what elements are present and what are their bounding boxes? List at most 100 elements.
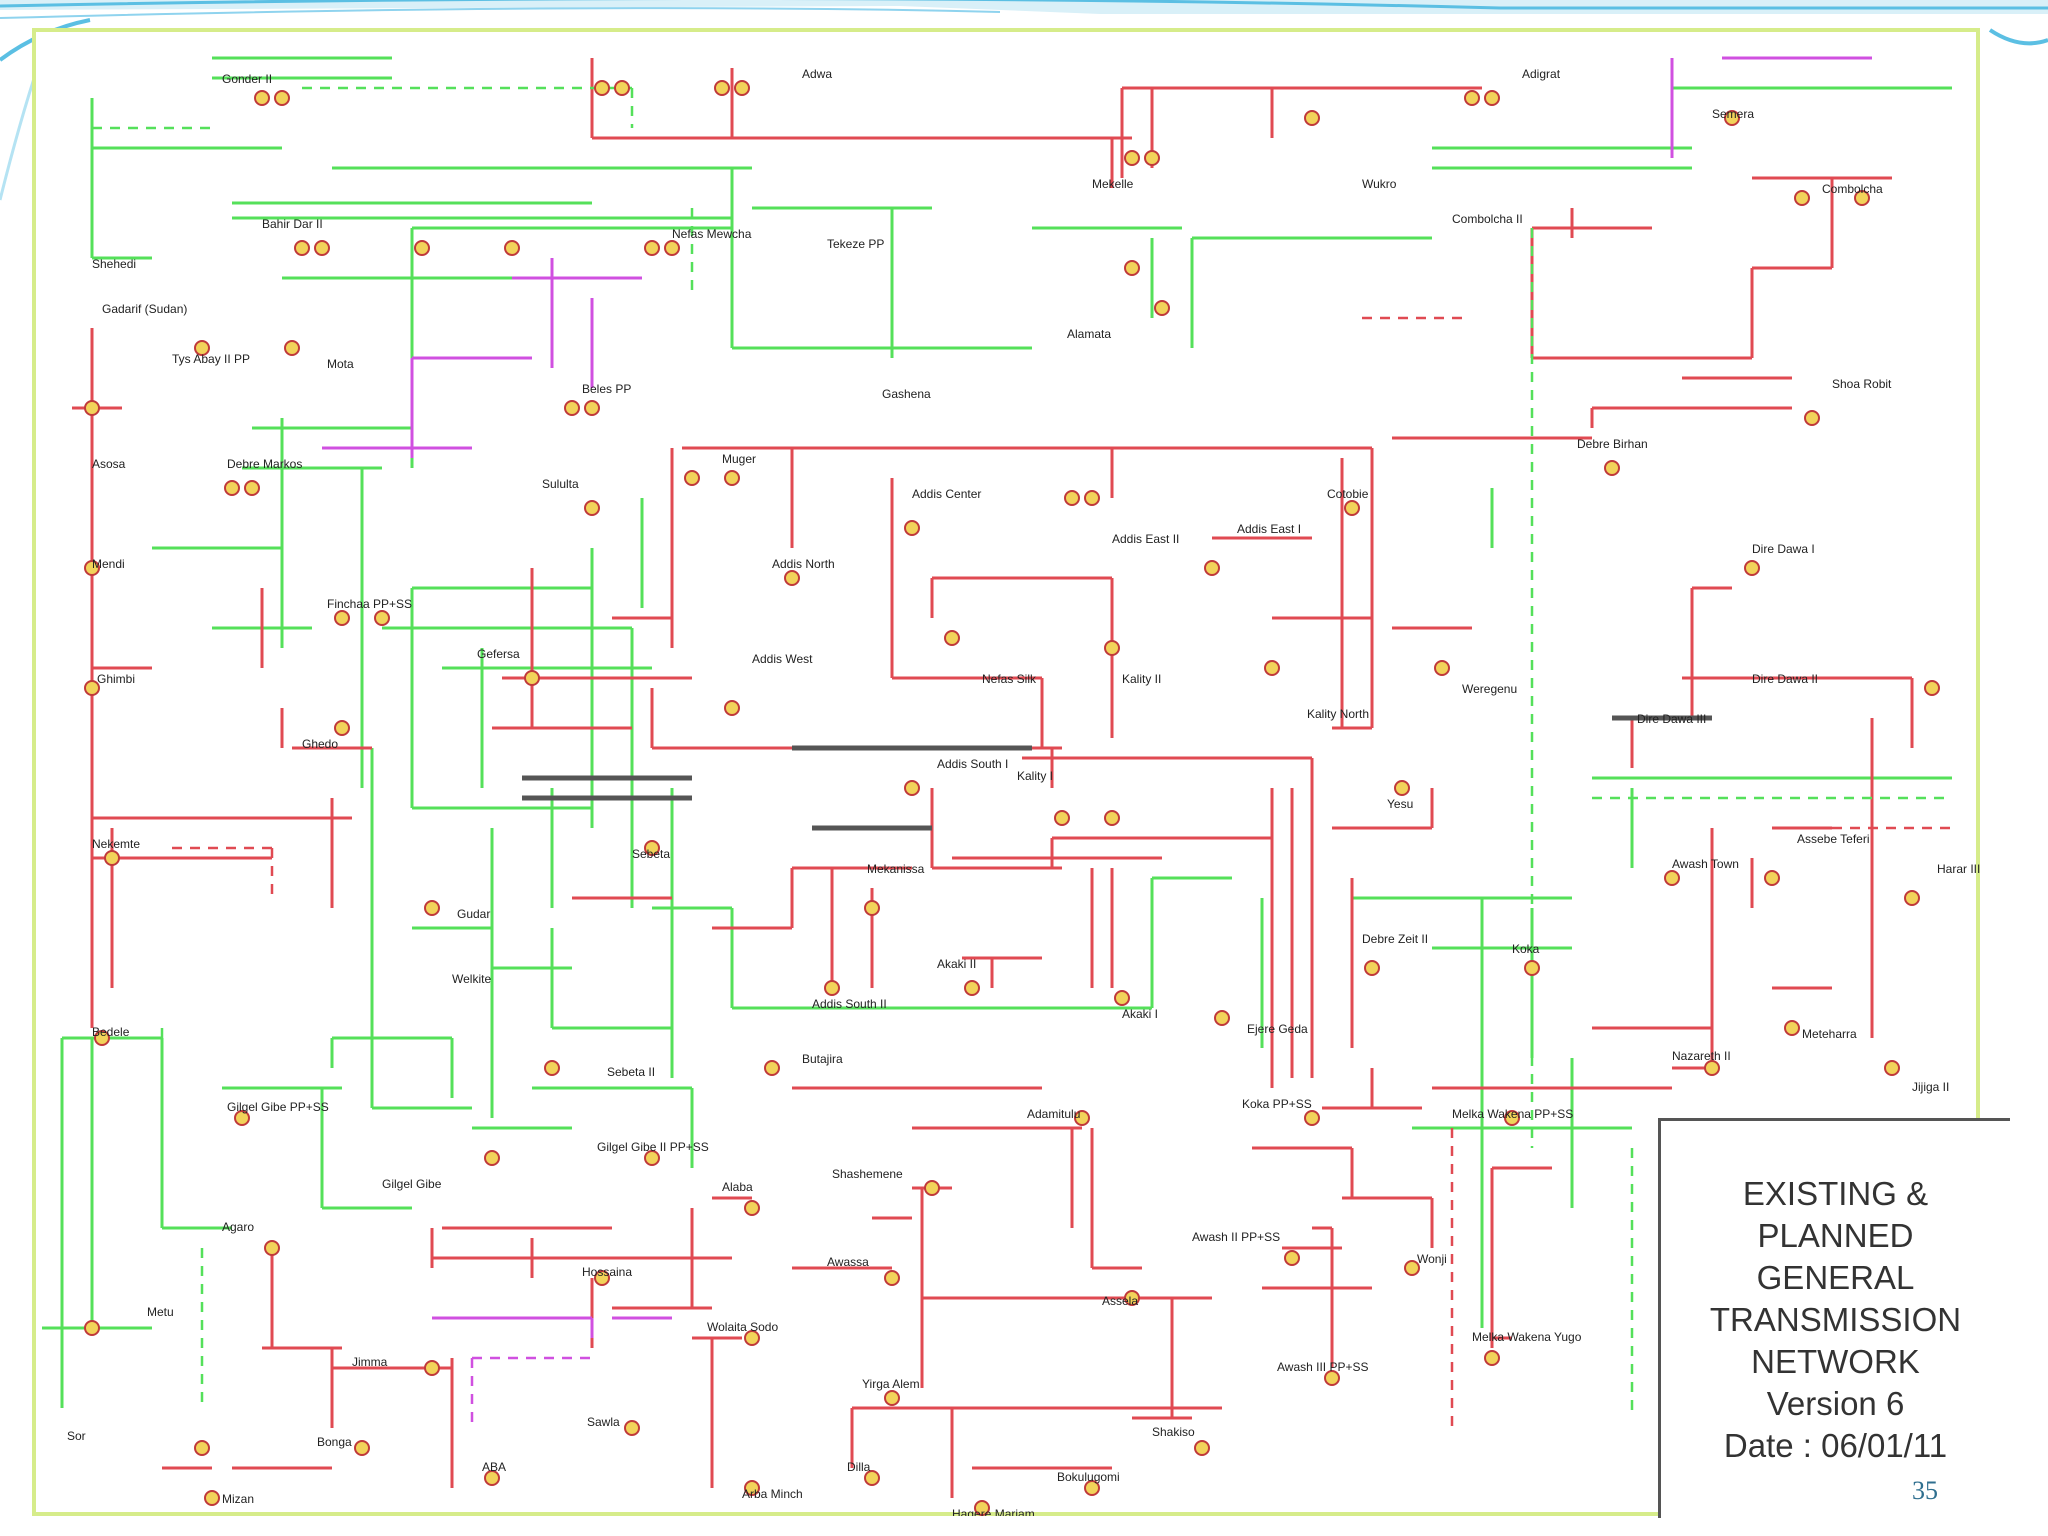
station-label: Gadarif (Sudan)	[102, 302, 187, 316]
station-label: Addis Center	[912, 487, 981, 501]
station-label: Asosa	[92, 457, 126, 471]
station-label: Alamata	[1067, 327, 1111, 341]
station-label: Mekelle	[1092, 177, 1134, 191]
station-label: Addis South II	[812, 997, 887, 1011]
station-label: Muger	[722, 452, 756, 466]
station-label: Gilgel Gibe PP+SS	[227, 1100, 329, 1114]
station-label: Awassa	[827, 1255, 869, 1269]
legend-title-line-1: EXISTING &	[1742, 1174, 1929, 1212]
station-label: Kality I	[1017, 769, 1053, 783]
station-label: Gilgel Gibe II PP+SS	[597, 1140, 709, 1154]
lines-planned	[90, 86, 1952, 1428]
station-label: Mendi	[92, 557, 125, 571]
station-label: Sululta	[542, 477, 579, 491]
lines-132kv	[322, 56, 1872, 1338]
station-label: Bedele	[92, 1025, 130, 1039]
legend-title-line-5: NETWORK	[1751, 1342, 1920, 1380]
station-label: Nefas Mewcha	[672, 227, 752, 241]
station-label: Addis North	[772, 557, 835, 571]
station-label: Combolcha II	[1452, 212, 1523, 226]
station-label: Mizan	[222, 1492, 254, 1506]
station-label: Debre Birhan	[1577, 437, 1648, 451]
station-label: Kality II	[1122, 672, 1161, 686]
station-label: Melka Wakena PP+SS	[1452, 1107, 1573, 1121]
station-label: Nefas Silk	[982, 672, 1037, 686]
legend-version: Version 6	[1766, 1384, 1905, 1422]
station-label: Dire Dawa II	[1752, 672, 1818, 686]
station-label: Arba Minch	[742, 1487, 803, 1501]
station-label: Awash Town	[1672, 857, 1739, 871]
station-label: Combolcha	[1822, 182, 1883, 196]
station-label: Bonga	[317, 1435, 352, 1449]
station-label: Wolaita Sodo	[707, 1320, 778, 1334]
station-label: Gonder II	[222, 72, 272, 86]
station-label: Mota	[327, 357, 354, 371]
station-label: Sebeta II	[607, 1065, 655, 1079]
station-label: Koka PP+SS	[1242, 1097, 1312, 1111]
station-label: Hossaina	[582, 1265, 632, 1279]
station-label: Shakiso	[1152, 1425, 1195, 1439]
station-label: Shashemene	[832, 1167, 903, 1181]
station-label: Wonji	[1417, 1252, 1447, 1266]
station-label: Assebe Teferi	[1797, 832, 1870, 846]
station-label: Shehedi	[92, 257, 136, 271]
station-label: Jijiga II	[1912, 1080, 1949, 1094]
station-label: Hagere Mariam	[952, 1507, 1035, 1516]
station-label: Dire Dawa III	[1637, 712, 1706, 726]
station-label: Sebeta	[632, 847, 670, 861]
station-symbols	[84, 80, 1940, 1516]
station-label: Beles PP	[582, 382, 631, 396]
station-label: Gefersa	[477, 647, 520, 661]
station-label: Gilgel Gibe	[382, 1177, 442, 1191]
lines-400kv	[72, 58, 1914, 1498]
page-number: 35	[1912, 1476, 1938, 1505]
station-label: Agaro	[222, 1220, 254, 1234]
station-label: Finchaa PP+SS	[327, 597, 412, 611]
station-label: Jimma	[352, 1355, 388, 1369]
legend-title-line-2: PLANNED	[1757, 1216, 1914, 1254]
station-label: Addis South I	[937, 757, 1008, 771]
transmission-network-diagram: Gonder IIAdwaMekelleAdigratSemeraShehedi…	[42, 56, 1980, 1516]
station-label: Adigrat	[1522, 67, 1561, 81]
station-label: ABA	[482, 1460, 506, 1474]
diagram-frame	[32, 28, 1980, 1516]
station-label: Addis East II	[1112, 532, 1179, 546]
station-label: Meteharra	[1802, 1027, 1857, 1041]
legend-box: EXISTING & PLANNED GENERAL TRANSMISSION …	[1658, 1118, 2010, 1518]
station-label: Akaki I	[1122, 1007, 1158, 1021]
station-label: Yesu	[1387, 797, 1413, 811]
station-label: Mekanissa	[867, 862, 925, 876]
station-label: Cotobie	[1327, 487, 1369, 501]
station-label: Awash II PP+SS	[1192, 1230, 1280, 1244]
station-label: Addis East I	[1237, 522, 1301, 536]
legend-date: Date : 06/01/11	[1723, 1426, 1948, 1464]
station-label: Yirga Alem	[862, 1377, 920, 1391]
station-label: Akaki II	[937, 957, 976, 971]
station-label: Addis West	[752, 652, 813, 666]
station-label: Adamitulu	[1027, 1107, 1080, 1121]
station-label: Nekemte	[92, 837, 140, 851]
station-label: Wukro	[1362, 177, 1397, 191]
station-label: Alaba	[722, 1180, 753, 1194]
station-label: Melka Wakena Yugo	[1472, 1330, 1582, 1344]
station-label: Awash III PP+SS	[1277, 1360, 1369, 1374]
station-label: Tekeze PP	[827, 237, 884, 251]
station-label: Semera	[1712, 107, 1754, 121]
station-label: Gashena	[882, 387, 931, 401]
station-label: Ghimbi	[97, 672, 135, 686]
station-label: Tys Abay II PP	[172, 352, 250, 366]
station-label: Welkite	[452, 972, 491, 986]
station-label: Bahir Dar II	[262, 217, 323, 231]
station-label: Ejere Geda	[1247, 1022, 1308, 1036]
station-label: Dilla	[847, 1460, 871, 1474]
station-label: Dire Dawa I	[1752, 542, 1815, 556]
station-label: Debre Zeit II	[1362, 932, 1428, 946]
station-label: Debre Markos	[227, 457, 302, 471]
bus-bars	[522, 715, 1712, 831]
station-label: Bokulugomi	[1057, 1470, 1120, 1484]
station-label: Sor	[67, 1429, 86, 1443]
station-label: Assela	[1102, 1294, 1138, 1308]
station-label: Ghedo	[302, 737, 338, 751]
